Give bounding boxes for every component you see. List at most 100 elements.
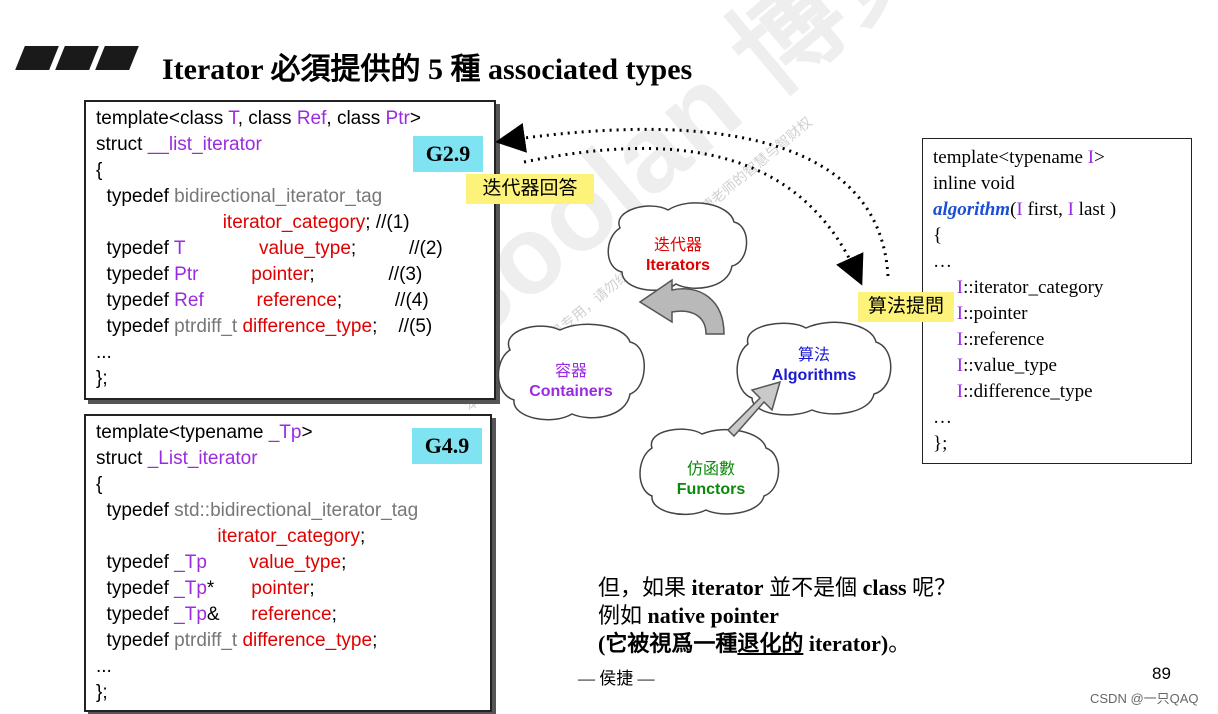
functors-zh: 仿函數: [686, 461, 735, 478]
g29-code-line: iterator_category; //(1): [96, 210, 410, 236]
code-token: _Tp: [174, 578, 207, 599]
code-token: __list_iterator: [147, 134, 262, 155]
code-token: iterator_category: [222, 212, 366, 233]
code-token: ::pointer: [963, 303, 1028, 324]
code-token: ; //(3): [309, 264, 423, 285]
g49-code-line: typedef _Tp* pointer;: [96, 576, 315, 602]
code-token: {: [933, 225, 943, 246]
code-token: ; //(4): [336, 290, 429, 311]
containers-zh: 容器: [554, 363, 587, 380]
code-token: difference_type: [242, 316, 373, 337]
code-token: typedef: [96, 630, 175, 651]
algo-code-line: …: [933, 405, 952, 431]
code-token: template<typename: [933, 147, 1088, 168]
algo-code-line: I::difference_type: [933, 379, 1093, 405]
code-token: *: [206, 578, 252, 599]
iterators-en: Iterators: [645, 257, 711, 274]
iterators-cloud: [607, 202, 748, 291]
g49-code-box: template<typename _Tp>struct _List_itera…: [84, 414, 492, 712]
code-token: _Tp: [174, 604, 207, 625]
code-token: typedef: [96, 500, 175, 521]
g49-code-line: struct _List_iterator: [96, 446, 258, 472]
code-token: pointer: [251, 578, 310, 599]
code-token: Ref: [296, 108, 327, 129]
containers-en: Containers: [529, 383, 613, 400]
g29-code-line: typedef Ref reference; //(4): [96, 288, 429, 314]
code-token: typedef: [96, 578, 175, 599]
code-token: >: [409, 108, 421, 129]
algo-code-line: …: [933, 249, 952, 275]
g29-code-line: typedef Ptr pointer; //(3): [96, 262, 423, 288]
code-token: ::value_type: [963, 355, 1057, 376]
bottom-question: 但，如果 iterator 並不是個 class 呢？ 例如 native po…: [598, 574, 956, 658]
g29-code-line: struct __list_iterator: [96, 132, 262, 158]
code-token: pointer: [251, 264, 310, 285]
code-token: ;: [372, 630, 378, 651]
iterators-label: 迭代器 Iterators: [626, 236, 730, 276]
code-token: ...: [96, 656, 112, 677]
code-token: ::iterator_category: [963, 277, 1104, 298]
code-token: difference_type: [242, 630, 373, 651]
code-token: ...: [96, 342, 112, 363]
code-token: I: [1016, 199, 1023, 220]
author-footer: — 侯捷 —: [578, 669, 655, 688]
containers-cloud: [497, 323, 645, 421]
code-token: value_type: [249, 552, 342, 573]
g29-code-line: template<class T, class Ref, class Ptr>: [96, 106, 421, 132]
code-token: ;: [309, 578, 315, 599]
code-token: std::bidirectional_iterator_tag: [174, 500, 419, 521]
iterator-answer-callout: 迭代器回答: [466, 174, 594, 204]
algo-code-line: };: [933, 431, 947, 457]
code-token: ::reference: [963, 329, 1045, 350]
algo-code-line: I::iterator_category: [933, 275, 1104, 301]
code-token: …: [933, 407, 952, 428]
g49-code-line: ...: [96, 654, 112, 680]
functor-arrow: [726, 380, 782, 438]
code-token: struct: [96, 448, 148, 469]
g49-code-line: typedef std::bidirectional_iterator_tag: [96, 498, 419, 524]
code-token: ; //(2): [350, 238, 443, 259]
code-token: T: [228, 108, 238, 129]
functors-cloud: [639, 428, 780, 516]
code-token: Ref: [174, 290, 204, 311]
code-token: ; //(5): [372, 316, 433, 337]
g49-code: template<typename _Tp>struct _List_itera…: [86, 420, 490, 708]
slide-title: Iterator 必須提供的 5 種 associated types: [162, 53, 693, 86]
g49-code-line: typedef _Tp& reference;: [96, 602, 337, 628]
algo-code-line: inline void: [933, 171, 1015, 197]
code-token: typedef: [96, 316, 175, 337]
code-token: struct: [96, 134, 148, 155]
code-token: Ptr: [174, 264, 199, 285]
code-token: ::difference_type: [963, 381, 1093, 402]
code-token: I: [956, 329, 964, 350]
algorithms-label: 算法 Algorithms: [760, 346, 868, 386]
code-token: ptrdiff_t: [174, 630, 238, 651]
code-token: typedef: [96, 186, 175, 207]
g49-code-line: typedef _Tp value_type;: [96, 550, 347, 576]
code-token: , class: [237, 108, 297, 129]
code-token: first,: [1022, 199, 1068, 220]
code-token: typedef: [96, 290, 175, 311]
algo-code-line: algorithm(I first, I last ): [933, 197, 1116, 223]
g29-code-line: ...: [96, 340, 112, 366]
code-token: algorithm: [933, 199, 1011, 220]
code-token: ptrdiff_t: [174, 316, 238, 337]
code-token: iterator_category: [217, 526, 360, 547]
code-token: template<class: [96, 108, 229, 129]
algo-code-line: template<typename I>: [933, 145, 1105, 171]
g49-code-line: };: [96, 680, 108, 706]
code-token: ; //(1): [365, 212, 410, 233]
code-token: template<typename: [96, 422, 269, 443]
containers-label: 容器 Containers: [518, 362, 624, 402]
code-token: _List_iterator: [147, 448, 258, 469]
g29-code-line: {: [96, 158, 102, 184]
code-token: value_type: [259, 238, 351, 259]
code-token: I: [956, 355, 964, 376]
g29-code-line: typedef T value_type; //(2): [96, 236, 443, 262]
code-token: _Tp: [174, 552, 207, 573]
code-token: bidirectional_iterator_tag: [174, 186, 383, 207]
code-token: Ptr: [385, 108, 410, 129]
functors-en: Functors: [676, 481, 746, 498]
g29-code-line: typedef ptrdiff_t difference_type; //(5): [96, 314, 433, 340]
